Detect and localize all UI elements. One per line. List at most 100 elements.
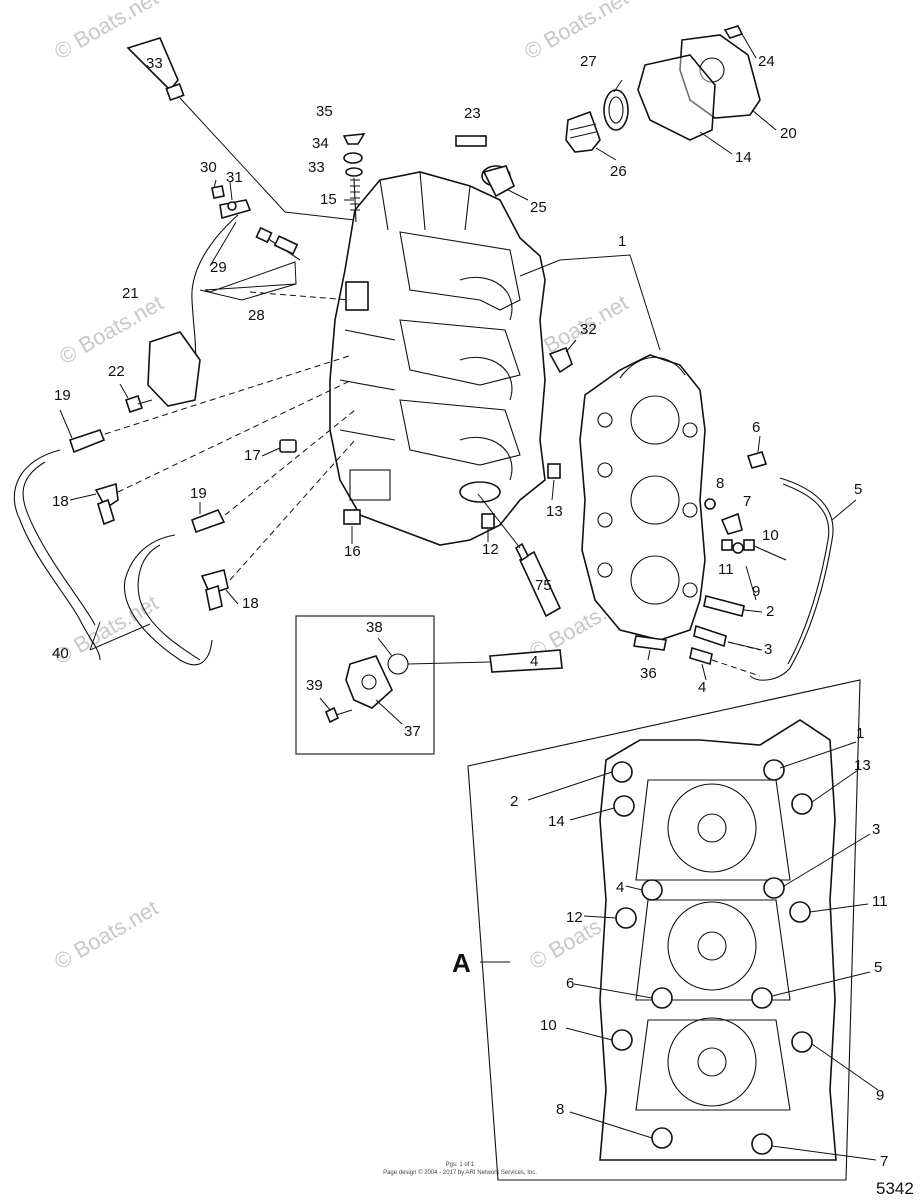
washer-10 [732,542,744,554]
callouts: 1 2 3 4 5 6 7 8 9 10 11 12 13 14 15 16 1… [52,53,862,740]
callout: 8 [716,475,724,492]
fitting-18-lower [200,569,229,612]
plug-17 [279,439,297,453]
inset-frame [467,679,861,1181]
callout: 12 [566,909,583,926]
callout: 3 [764,641,772,658]
callout: 15 [320,191,337,208]
figure-number: 5342 [876,1179,914,1198]
seal-strip-5 [749,477,834,681]
tube-label: 75 [535,577,552,594]
callout: 32 [580,321,597,338]
water-housing-group [565,25,761,153]
callout: 4 [616,879,624,896]
footer-line: Pgs: 1 of 1 [446,1162,475,1168]
callout: 20 [780,125,797,142]
sealant-tube-75: 75 [514,542,562,618]
callout: 39 [306,677,323,694]
inset-callouts: 1 2 3 4 5 6 7 8 9 10 11 12 13 14 [510,725,888,1170]
tube-label: 4 [530,653,538,670]
callout: 10 [540,1017,557,1034]
sleeve-25 [481,165,516,198]
crankcase-cover [579,354,706,641]
fitting-19-upper [68,429,106,454]
footer-line: Page design © 2004 - 2017 by ARI Network… [383,1169,537,1176]
callout: 30 [200,159,217,176]
callout: 12 [482,541,499,558]
dowel-4 [689,646,713,666]
callout: 11 [872,893,888,910]
hoses-40 [13,449,213,666]
plug-12 [481,513,495,529]
callout: 9 [876,1087,884,1104]
callout: 19 [54,387,71,404]
watermark: © Boats.net [50,895,162,974]
callout: 6 [566,975,574,992]
callout: 28 [248,307,265,324]
callout: 38 [366,619,383,636]
callout: 25 [530,199,547,216]
callout: 1 [618,233,626,250]
callout: 31 [226,169,243,186]
inset-view-a [467,679,879,1181]
bolt-3 [693,624,727,648]
callout: 2 [766,603,774,620]
callout: 13 [854,757,871,774]
callout: 10 [762,527,779,544]
bolt-22 [124,394,153,414]
callout: 3 [872,821,880,838]
callout: 34 [312,135,329,152]
nut-8 [704,498,716,510]
dowel-36 [633,635,667,651]
callout: 14 [548,813,565,830]
callout: 23 [464,105,481,122]
callout: 36 [640,665,657,682]
callout: 6 [752,419,760,436]
callout: 33 [308,159,325,176]
inset-label: A [452,948,471,978]
bolt-2 [703,595,745,617]
callout: 19 [190,485,207,502]
callout: 27 [580,53,597,70]
stud-assembly [342,133,366,223]
fitting-11 [721,539,733,551]
callout: 5 [874,959,882,976]
plate-23 [455,135,487,147]
callout: 7 [743,493,751,510]
callout: 35 [316,103,333,120]
watermark: © Boats.net [520,0,632,64]
callout: 21 [122,285,139,302]
sensor-assembly [185,185,301,381]
plug-13 [547,463,561,479]
callout: 13 [546,503,563,520]
callout: 40 [52,645,69,662]
callout: 18 [242,595,259,612]
gasket-21 [147,331,201,407]
callout: 7 [880,1153,888,1170]
callout: 8 [556,1101,564,1118]
callout: 14 [735,149,752,166]
fitting-7 [720,512,743,535]
callout: 29 [210,259,227,276]
plug-16 [343,509,361,525]
callout: 1 [856,725,864,742]
elbow-32 [548,346,573,374]
callout: 9 [752,583,760,600]
tube-label: 33 [146,55,163,72]
callout: 11 [718,561,734,578]
fitting-6 [746,451,768,469]
callout: 26 [610,163,627,180]
callout: 2 [510,793,518,810]
cylinder-block [329,171,546,546]
callout: 5 [854,481,862,498]
callout: 24 [758,53,775,70]
bolt-holes [611,759,813,1155]
callout: 17 [244,447,261,464]
bolt-9 [743,539,787,561]
fitting-18-upper [94,482,119,526]
callout: 16 [344,543,361,560]
detail-box: 4 [295,615,563,755]
callout: 22 [108,363,125,380]
callout: 4 [698,679,706,696]
